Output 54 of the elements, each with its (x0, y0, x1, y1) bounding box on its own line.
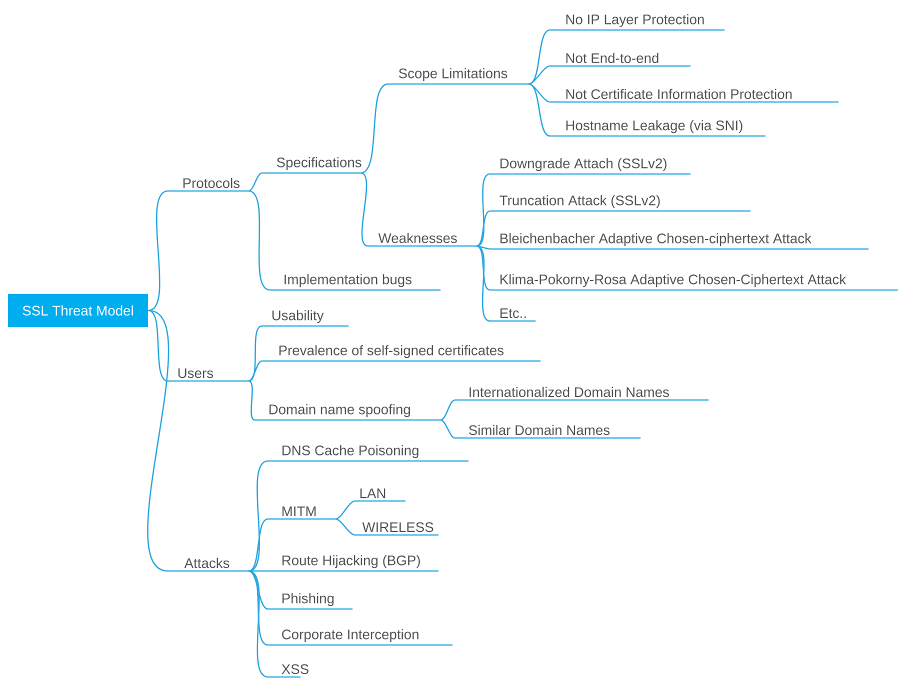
branch-line (440, 399, 456, 421)
topic-label: MITM (268, 506, 336, 520)
branch-line (147, 310, 170, 572)
topic-label: Klima-Pokorny-Rosa Adaptive Chosen-Ciphertext Attack (490, 274, 898, 291)
topic-label: DNS Cache Poisoning (268, 445, 469, 462)
topic-label: Implementation bugs (270, 274, 441, 291)
topic-label: Etc.. (490, 308, 536, 322)
branch-line (248, 518, 268, 572)
topic-label: Phishing (268, 593, 353, 610)
branch-line (248, 325, 262, 382)
topic-label: Domain name spoofing (255, 404, 441, 421)
topic-label: Attacks (168, 558, 249, 572)
branch-line (248, 570, 268, 610)
branch-line (335, 500, 356, 520)
branch-line (148, 190, 168, 312)
branch-line (476, 245, 490, 291)
topic-label: Weaknesses (368, 232, 477, 247)
topic-label: No IP Layer Protection (550, 14, 725, 31)
branch-line (528, 83, 550, 137)
topic-label: Truncation Attack (SSLv2) (490, 195, 751, 212)
branch-line (360, 83, 388, 174)
branch-line (248, 570, 268, 572)
topic-label: Users (168, 368, 249, 382)
topic-label: LAN (355, 488, 406, 502)
topic-label: Internationalized Domain Names (455, 386, 709, 401)
topic-label: WIRELESS (355, 522, 438, 536)
topic-label: Corporate Interception (268, 629, 453, 646)
branch-line (248, 360, 262, 382)
topic-label: Usability (262, 310, 349, 327)
topic-label: Specifications (262, 157, 362, 174)
branch-line (476, 210, 490, 247)
branch-line (248, 570, 268, 678)
branch-line (148, 310, 168, 382)
branch-line (248, 190, 270, 291)
topic-label: Bleichenbacher Adaptive Chosen-ciphertext Attack (490, 233, 869, 250)
branch-line (528, 65, 550, 85)
topic-label: Prevalence of self-signed certificates (262, 345, 541, 362)
branch-line (360, 172, 368, 247)
topic-label: Not End-to-end (550, 52, 691, 67)
branch-line (440, 419, 456, 439)
branch-line (476, 245, 490, 322)
topic-label: Hostname Leakage (via SNI) (550, 120, 766, 137)
topic-label: XSS (268, 664, 308, 678)
topic-label: Route Hijacking (BGP) (268, 555, 439, 572)
root-box: SSL Threat Model (8, 294, 148, 328)
topic-label: Protocols (168, 178, 249, 192)
branch-line (335, 518, 356, 536)
branch-line (476, 245, 490, 250)
branch-line (248, 172, 262, 192)
topic-label: Similar Domain Names (455, 424, 641, 439)
topic-label: Not Certificate Information Protection (550, 88, 839, 103)
branch-line (248, 380, 256, 421)
topic-label: Scope Limitations (388, 68, 529, 85)
topic-label: Downgrade Attach (SSLv2) (490, 158, 691, 175)
